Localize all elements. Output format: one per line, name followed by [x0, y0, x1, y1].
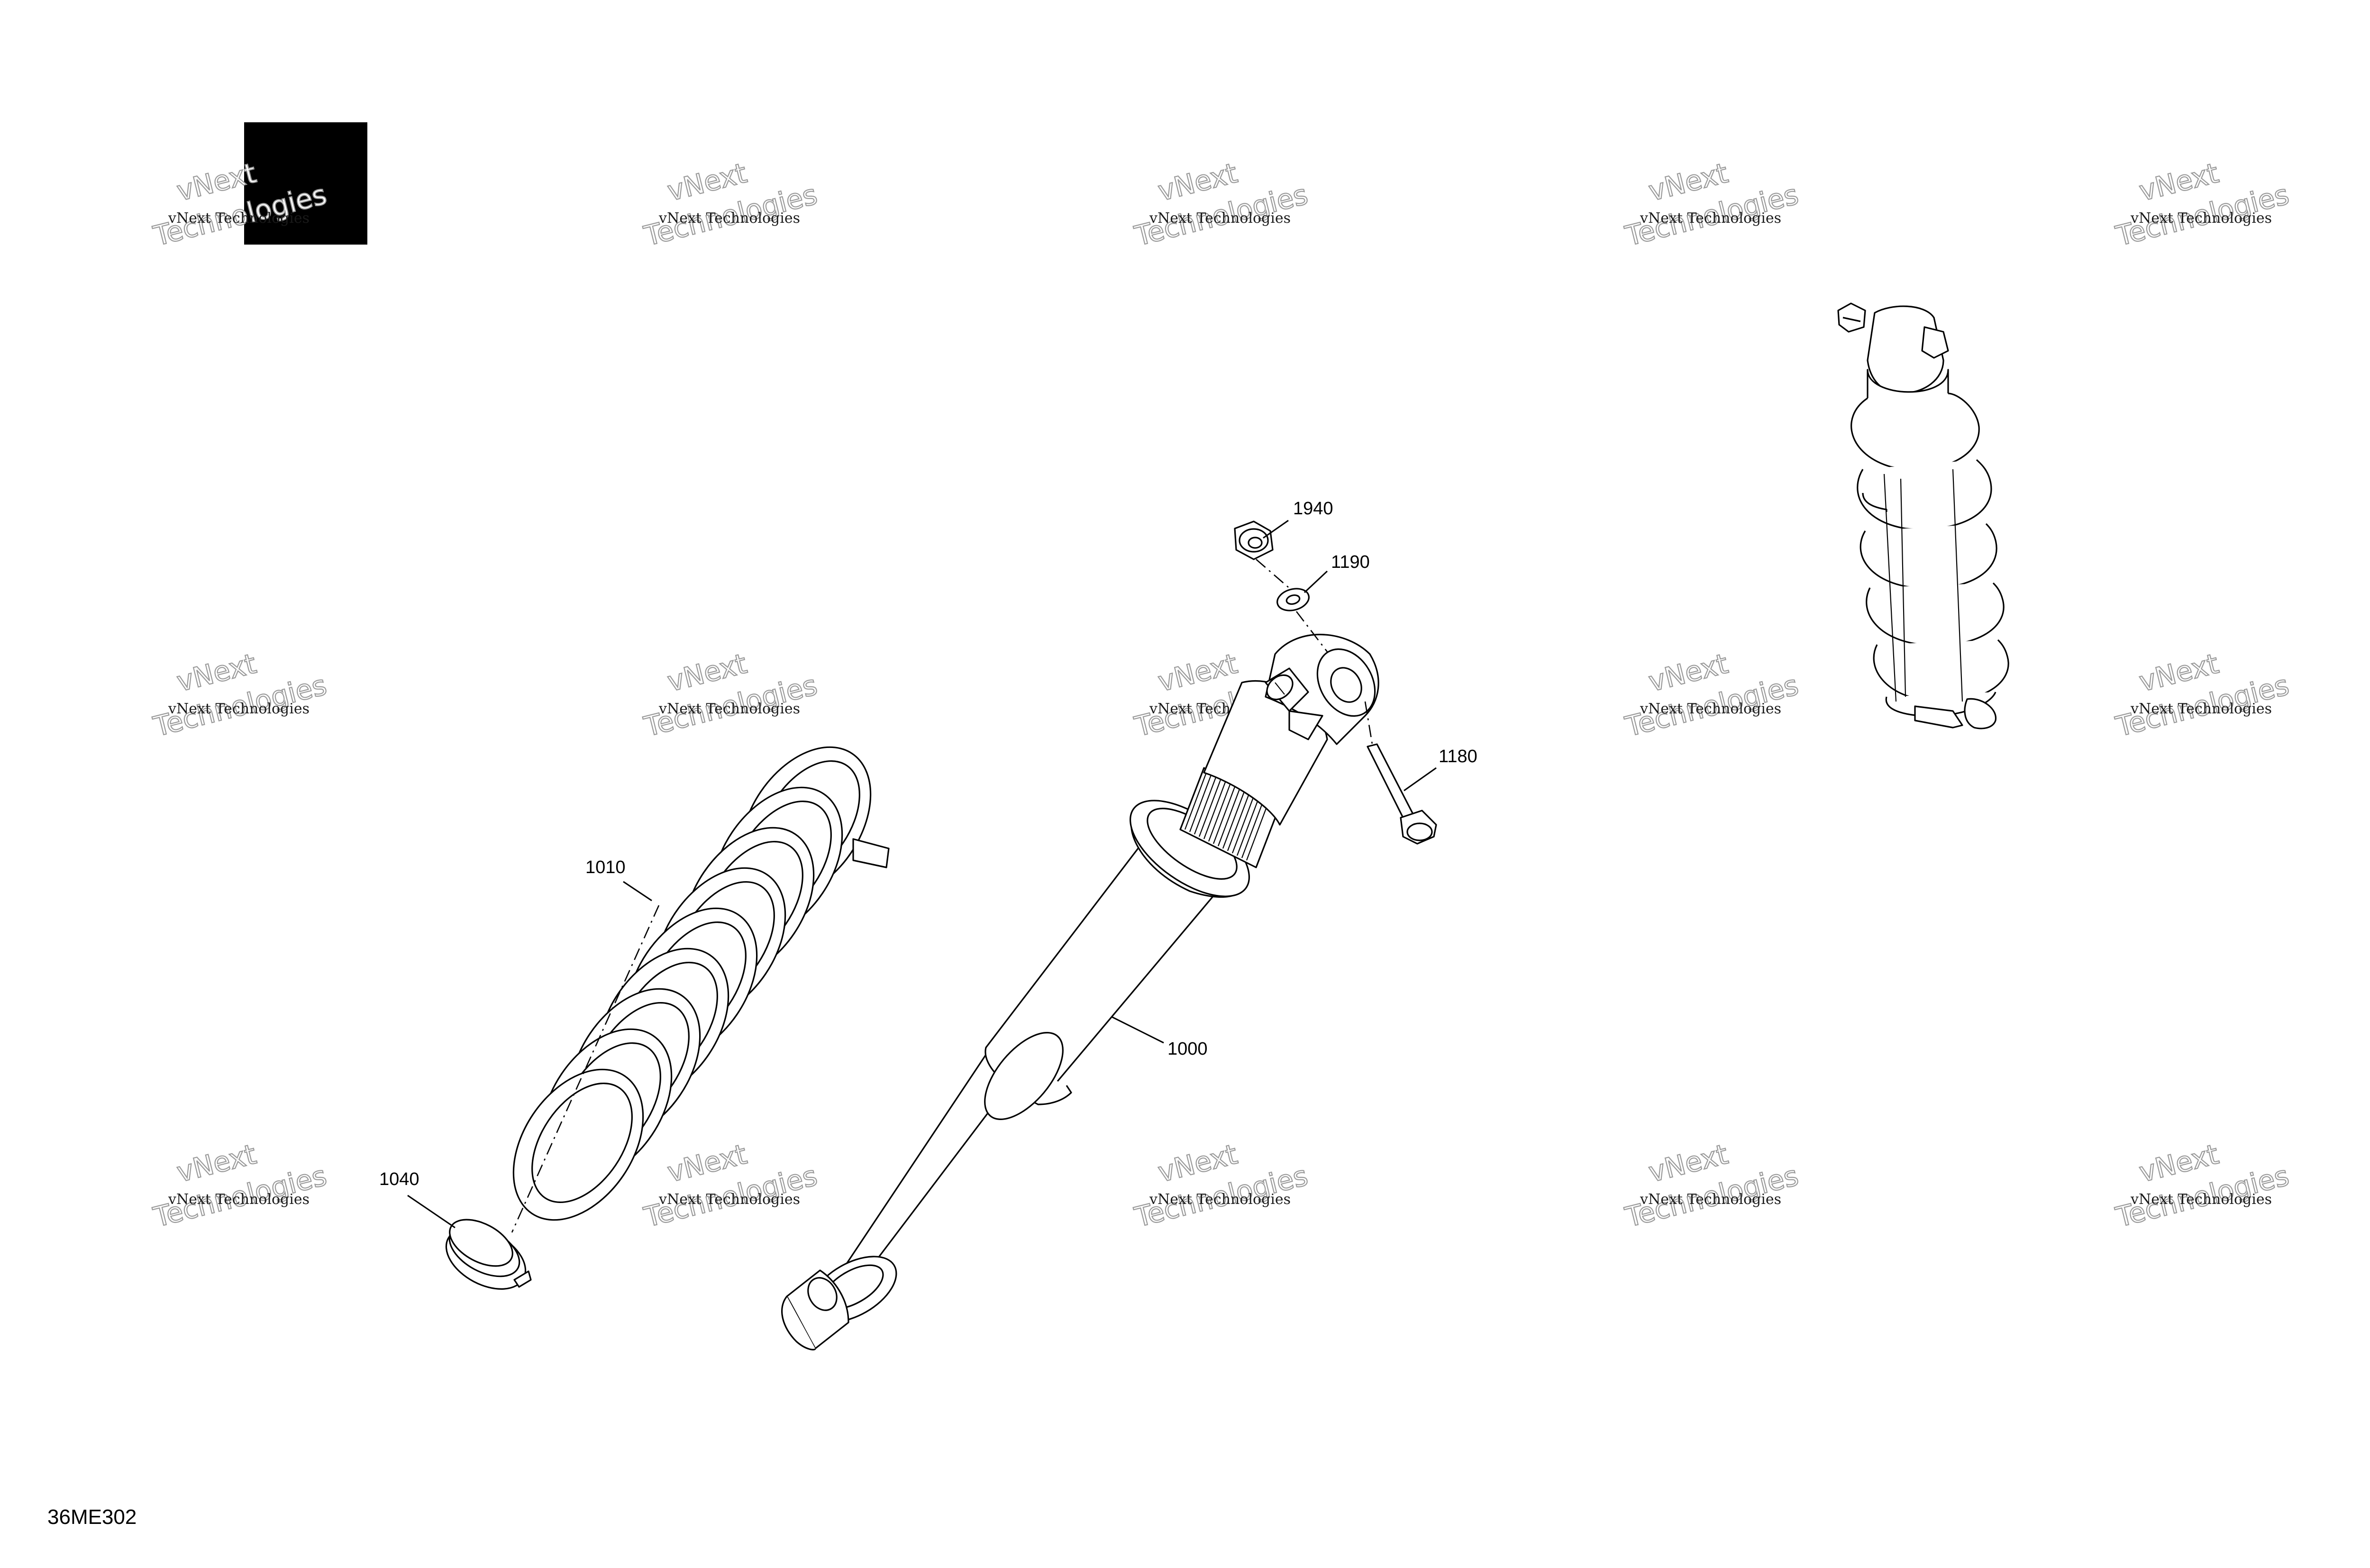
watermark-text: vNext Technologies [658, 701, 800, 717]
thread-line [1231, 796, 1255, 854]
washer-illustration [1276, 588, 1310, 611]
thread-line [1203, 782, 1226, 839]
watermark-text: vNext Technologies [168, 1191, 310, 1208]
thread-line [1217, 789, 1240, 847]
thread-line [1236, 798, 1259, 856]
callout-1000: 1000 [1167, 1039, 1208, 1059]
shock-absorber-illustration [781, 634, 1379, 1350]
thread-line [1227, 793, 1250, 851]
watermark-text: vNext Technologies [2130, 210, 2272, 227]
spring-coil-inner [531, 1082, 633, 1203]
spring-end [852, 838, 890, 868]
index-marker [244, 122, 367, 245]
assembled-shock-illustration [1837, 302, 2009, 729]
watermark-text: vNext Technologies [2130, 701, 2272, 717]
watermark-text: vNext Technologies [1640, 210, 1781, 227]
thread-line [1189, 775, 1212, 832]
watermark-text: vNext Technologies [1640, 701, 1781, 717]
assembly-centerlines [511, 559, 1373, 1233]
callout-1940: 1940 [1293, 499, 1333, 519]
thread-line [1184, 772, 1207, 830]
callout-1190: 1190 [1331, 552, 1370, 572]
watermark-text: vNext Technologies [2130, 1191, 2272, 1208]
thread-line [1198, 779, 1221, 837]
callout-1040: 1040 [379, 1169, 419, 1189]
callout-1180: 1180 [1439, 747, 1477, 766]
watermark-text: vNext Technologies [1149, 1191, 1291, 1208]
screw-illustration [1367, 743, 1437, 845]
watermark-text: vNext Technologies [1149, 210, 1291, 227]
watermark-text: vNext Technologies [658, 210, 800, 227]
watermark-text: vNext Technologies [1640, 1191, 1781, 1208]
watermark-text: vNext Technologies [168, 210, 310, 227]
spring-stopper-illustration [445, 1219, 532, 1290]
thread-line [1241, 801, 1264, 858]
callout-1010: 1010 [585, 857, 626, 877]
watermark-text: vNext Technologies [168, 701, 310, 717]
spring-illustration [512, 746, 890, 1221]
thread-line [1246, 803, 1269, 861]
leader-lines [407, 520, 1437, 1229]
thread-line [1212, 786, 1236, 844]
watermark-text: vNext Technologies [658, 1191, 800, 1208]
thread-line [1208, 784, 1231, 842]
diagram-reference-code: 36ME302 [47, 1505, 137, 1529]
thread-line [1222, 791, 1245, 849]
thread-line [1194, 777, 1217, 835]
nut-illustration [1234, 520, 1274, 560]
